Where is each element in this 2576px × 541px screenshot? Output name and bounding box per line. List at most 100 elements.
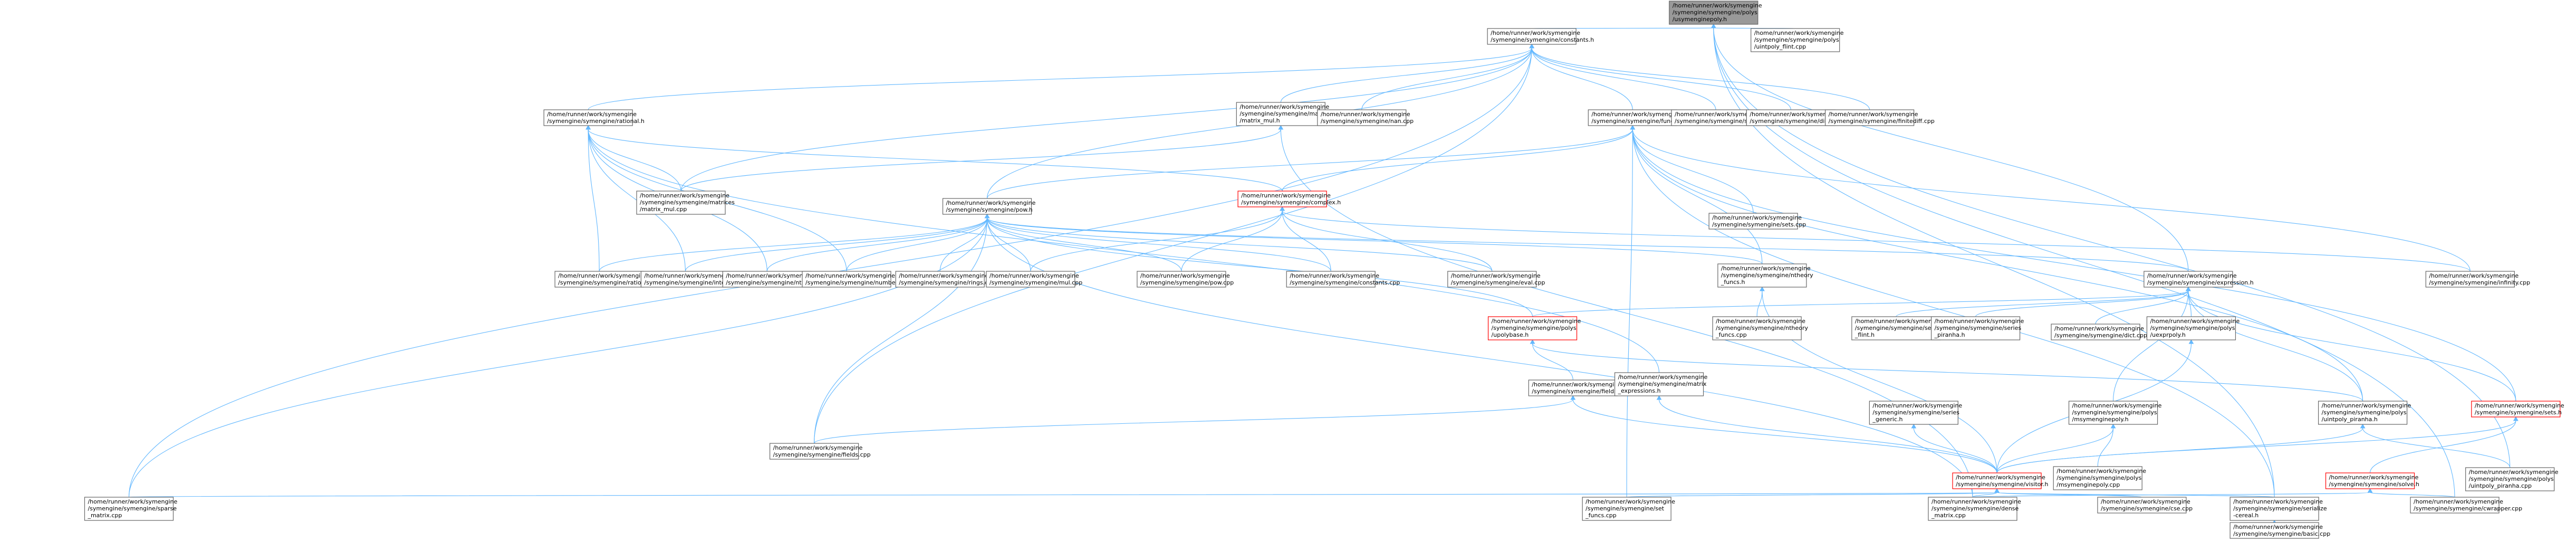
node-diophantine_cpp[interactable]: /home/runner/work/symengine/symengine/sy… <box>1746 109 1866 126</box>
node-pow_h[interactable]: /home/runner/work/symengine/symengine/sy… <box>942 198 1036 215</box>
node-label: /symengine/symengine/visitor.h <box>1956 481 2048 488</box>
arrowhead-uintpoly_piranha_h-to-upolybase_h <box>1530 339 1535 344</box>
node-series_flint_h[interactable]: /home/runner/work/symengine/symengine/sy… <box>1851 316 1945 340</box>
node-label: /home/runner/work/symengine <box>1956 474 2045 481</box>
node-label: _flint.h <box>1854 331 1875 338</box>
node-label: /symengine/symengine/complex.h <box>1241 199 1341 206</box>
node-solve_h[interactable]: /home/runner/work/symengine/symengine/sy… <box>2325 472 2419 489</box>
node-series_generic_h[interactable]: /home/runner/work/symengine/symengine/sy… <box>1869 401 1962 425</box>
arrowhead-visitor_h-to-uexprpoly_h <box>2188 339 2194 344</box>
node-expression_h[interactable]: /home/runner/work/symengine/symengine/sy… <box>2144 271 2254 288</box>
edge-visitor_h-to-msymenginepoly_h <box>1996 428 2114 473</box>
node-label: /symengine/symengine/constants.h <box>1491 36 1594 43</box>
node-fields_cpp[interactable]: /home/runner/work/symengine/symengine/sy… <box>770 443 871 460</box>
edge-uintpoly_piranha_h-to-upolybase_h <box>1532 343 2363 402</box>
graph-nodes: /home/runner/work/symengine/symengine/sy… <box>84 1 2564 539</box>
node-uintpoly_piranha_cpp[interactable]: /home/runner/work/symengine/symengine/sy… <box>2465 467 2559 491</box>
node-box <box>986 271 1075 288</box>
node-box <box>1851 316 1941 340</box>
node-label: /home/runner/work/symengine <box>946 200 1036 206</box>
node-rational_h[interactable]: /home/runner/work/symengine/symengine/sy… <box>543 109 645 126</box>
node-box <box>84 497 174 521</box>
edge-sets_h-to-functions_h <box>1632 129 2516 402</box>
node-msymenginepoly_cpp[interactable]: /home/runner/work/symengine/symengine/sy… <box>2053 466 2146 490</box>
node-infinity_cpp[interactable]: /home/runner/work/symengine/symengine/sy… <box>2425 271 2530 288</box>
edge-matrix_expressions_h-to-rational_h <box>588 129 1660 373</box>
node-uintpoly_piranha_h[interactable]: /home/runner/work/symengine/symengine/sy… <box>2318 401 2411 425</box>
node-functions_h[interactable]: /home/runner/work/symengine/symengine/sy… <box>1588 109 1694 126</box>
node-label: /home/runner/work/symengine <box>88 498 177 505</box>
node-sets_cpp[interactable]: /home/runner/work/symengine/symengine/sy… <box>1708 213 1806 230</box>
node-label: /upolybase.h <box>1492 331 1529 338</box>
node-label: /symengine/symengine/basic.cpp <box>2233 530 2330 537</box>
node-box <box>2318 401 2408 425</box>
edge-rational_h-to-constants_h <box>588 48 1532 110</box>
edge-fields_cpp-to-fields_h <box>814 399 1573 444</box>
node-basic_cpp[interactable]: /home/runner/work/symengine/symengine/sy… <box>2229 522 2330 539</box>
node-matrix_mul_cpp[interactable]: /home/runner/work/symengine/symengine/sy… <box>636 191 735 215</box>
node-label: /symengine/symengine/eval.cpp <box>1451 279 1545 286</box>
node-label: /home/runner/work/symengine <box>644 272 734 279</box>
node-uexprpoly_h[interactable]: /home/runner/work/symengine/symengine/sy… <box>2146 316 2240 340</box>
node-label: /home/runner/work/symengine <box>1712 214 1802 221</box>
node-cse_cpp[interactable]: /home/runner/work/symengine/symengine/sy… <box>2097 497 2193 514</box>
node-label: /home/runner/work/symengine <box>2469 469 2559 476</box>
node-mul_cpp[interactable]: /home/runner/work/symengine/symengine/sy… <box>986 271 1082 288</box>
edge-eval_cpp-to-pow_h <box>986 217 1493 272</box>
node-rational_cpp[interactable]: /home/runner/work/symengine/symengine/sy… <box>554 271 662 288</box>
node-upolybase_h[interactable]: /home/runner/work/symengine/symengine/sy… <box>1487 316 1581 340</box>
node-msymenginepoly_h[interactable]: /home/runner/work/symengine/symengine/sy… <box>2068 401 2162 425</box>
node-box <box>1825 109 1915 126</box>
node-constants_cpp[interactable]: /home/runner/work/symengine/symengine/sy… <box>1286 271 1400 288</box>
node-complex_h[interactable]: /home/runner/work/symengine/symengine/sy… <box>1237 191 1341 207</box>
node-constants_h[interactable]: /home/runner/work/symengine/symengine/sy… <box>1487 28 1594 45</box>
node-matrices_mul_h[interactable]: /home/runner/work/symengine/symengine/sy… <box>1236 102 1335 126</box>
node-visitor_h[interactable]: /home/runner/work/symengine/symengine/sy… <box>1952 472 2049 489</box>
node-label: /symengine/symengine/dense <box>1931 505 2019 512</box>
node-label: /symengine/symengine/polys <box>2150 325 2235 331</box>
node-label: /symengine/symengine/polys <box>2469 476 2554 482</box>
node-box <box>2051 324 2140 340</box>
node-sets_h[interactable]: /home/runner/work/symengine/symengine/sy… <box>2471 401 2564 417</box>
edge-mul_cpp-to-complex_h <box>1030 210 1283 272</box>
node-series_piranha_h[interactable]: /home/runner/work/symengine/symengine/sy… <box>1931 316 2024 340</box>
node-label: /home/runner/work/symengine <box>2056 468 2146 474</box>
node-fields_h[interactable]: /home/runner/work/symengine/symengine/sy… <box>1528 379 1622 396</box>
edge-dict_cpp-to-expression_h <box>2095 290 2189 325</box>
node-number_cpp[interactable]: /home/runner/work/symengine/symengine/sy… <box>802 271 910 288</box>
node-label: _matrix.cpp <box>87 512 122 519</box>
node-polys_usymenginepoly[interactable]: /home/runner/work/symengine/symengine/sy… <box>1669 1 1762 25</box>
arrowhead-solve_h-to-sets_h <box>2513 416 2519 421</box>
node-dict_cpp[interactable]: /home/runner/work/symengine/symengine/sy… <box>2051 324 2147 340</box>
node-cwrapper_cpp[interactable]: /home/runner/work/symengine/symengine/sy… <box>2410 497 2522 514</box>
node-serialize_cereal_h[interactable]: /home/runner/work/symengine/symengine/sy… <box>2229 497 2327 521</box>
edge-complex_h-to-rational_h <box>588 129 1283 192</box>
node-box <box>2068 401 2158 425</box>
node-box <box>802 271 891 288</box>
arrowhead-cwrapper_cpp-to-solve_h <box>2367 488 2373 493</box>
node-eval_cpp[interactable]: /home/runner/work/symengine/symengine/sy… <box>1447 271 1545 288</box>
node-label: /symengine/symengine/integer.cpp <box>644 279 746 286</box>
node-label: /symengine/symengine/ntheory <box>1716 325 1808 331</box>
node-matrix_expressions_h[interactable]: /home/runner/work/symengine/symengine/sy… <box>1614 372 1708 396</box>
node-label: /symengine/symengine/rational.cpp <box>558 279 662 286</box>
node-ntheory_funcs_cpp[interactable]: /home/runner/work/symengine/symengine/sy… <box>1712 316 1809 340</box>
node-label: -cereal.h <box>2233 512 2258 519</box>
node-rings_cpp[interactable]: /home/runner/work/symengine/symengine/sy… <box>895 271 995 288</box>
node-label: /symengine/symengine/constants.cpp <box>1290 279 1400 286</box>
node-label: /symengine/symengine/set <box>1585 505 1665 512</box>
arrowhead-dense_matrix_cpp-to-matrices_mul_h <box>1278 125 1284 130</box>
node-ntheory_funcs_h[interactable]: /home/runner/work/symengine/symengine/sy… <box>1717 263 1813 288</box>
node-set_funcs_cpp[interactable]: /home/runner/work/symengine/symengine/sy… <box>1582 497 1675 521</box>
node-integer_cpp[interactable]: /home/runner/work/symengine/symengine/sy… <box>640 271 746 288</box>
node-pow_cpp[interactable]: /home/runner/work/symengine/symengine/sy… <box>1137 271 1234 288</box>
node-nan_cpp[interactable]: /home/runner/work/symengine/symengine/sy… <box>1317 109 1414 126</box>
edge-msymenginepoly_cpp-to-msymenginepoly_h <box>2097 428 2114 467</box>
node-finitediff_cpp[interactable]: /home/runner/work/symengine/symengine/sy… <box>1825 109 1935 126</box>
node-label: /symengine/symengine/fields.h <box>1532 388 1622 395</box>
node-uintpoly_flint_cpp[interactable]: /home/runner/work/symengine/symengine/sy… <box>1751 28 1844 52</box>
node-dense_matrix_cpp[interactable]: /home/runner/work/symengine/symengine/sy… <box>1928 497 2021 521</box>
node-sparse_matrix_cpp[interactable]: /home/runner/work/symengine/symengine/sy… <box>84 497 178 521</box>
node-label: /symengine/symengine/mul.cpp <box>989 279 1082 286</box>
node-box <box>1317 109 1407 126</box>
